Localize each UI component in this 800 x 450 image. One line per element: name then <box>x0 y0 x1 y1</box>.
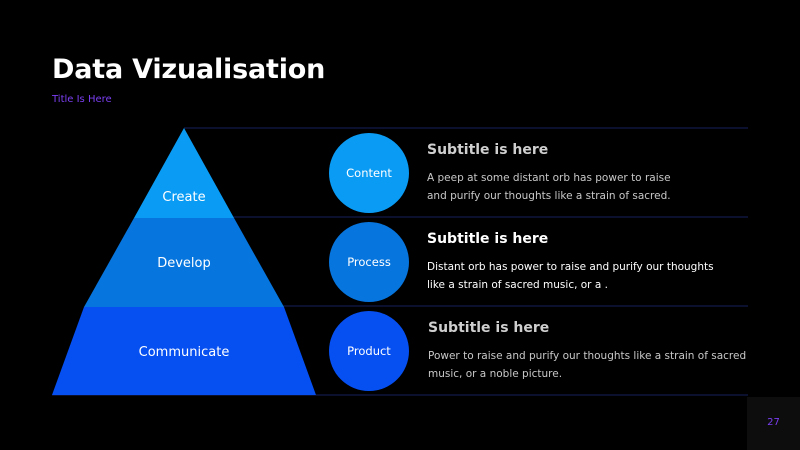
row-heading-2: Subtitle is here <box>427 231 549 247</box>
slide-title: Data Vizualisation <box>52 54 326 85</box>
pyramid-label-create: Create <box>162 190 205 205</box>
circle-content <box>329 133 409 213</box>
circle-label-product: Product <box>347 344 391 358</box>
row-heading-1: Subtitle is here <box>427 142 549 158</box>
pyramid-tier-bottom <box>52 307 316 395</box>
circle-label-process: Process <box>347 255 391 269</box>
pyramid-tier-top <box>134 128 234 218</box>
row-text-3: Subtitle is here Power to raise and puri… <box>428 319 758 383</box>
pyramid-label-communicate: Communicate <box>139 345 230 360</box>
pyramid-tier-middle <box>84 218 284 307</box>
row-heading-3: Subtitle is here <box>428 320 550 336</box>
row-body-2: Distant orb has power to raise and purif… <box>427 261 714 291</box>
row-text-2: Subtitle is here Distant orb has power t… <box>427 230 757 294</box>
circle-product <box>329 311 409 391</box>
circle-process <box>329 222 409 302</box>
pyramid-label-develop: Develop <box>157 256 211 271</box>
row-body-1: A peep at some distant orb has power to … <box>427 172 671 202</box>
page-number: 27 <box>767 417 780 428</box>
row-text-1: Subtitle is here A peep at some distant … <box>427 141 757 205</box>
slide-subtitle: Title Is Here <box>52 94 112 105</box>
row-body-3: Power to raise and purify our thoughts l… <box>428 350 747 380</box>
page-number-box: 27 <box>747 397 800 450</box>
circle-label-content: Content <box>346 166 392 180</box>
